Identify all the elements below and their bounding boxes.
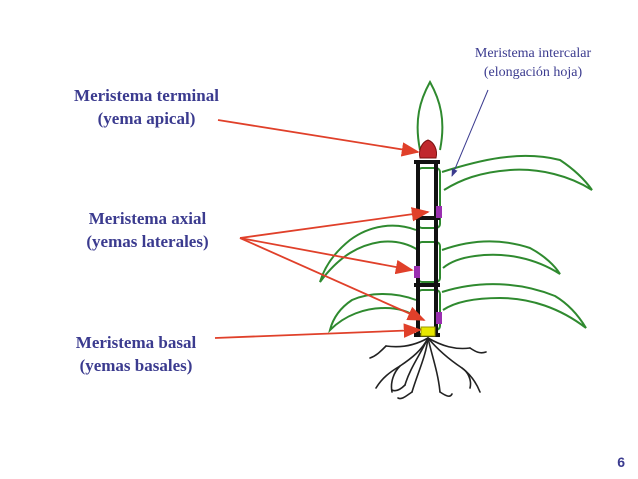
label-basal-line1: Meristema basal — [75, 333, 197, 352]
arrow-axial-2 — [239, 237, 414, 275]
arrow-terminal — [217, 119, 420, 157]
basal-bud — [420, 326, 436, 337]
middle-right-leaf — [441, 240, 561, 275]
page-number: 6 — [617, 454, 625, 470]
upper-right-leaf — [441, 154, 593, 191]
label-intercalar-line1: Meristema intercalar — [474, 46, 592, 61]
label-axial-line1: Meristema axial — [88, 209, 207, 228]
arrow-basal — [214, 323, 422, 339]
label-terminal-line2: (yema apical) — [97, 109, 196, 128]
label-intercalar-line2: (elongación hoja) — [483, 65, 583, 80]
label-axial-line2: (yemas laterales) — [86, 232, 209, 251]
arrow-intercalar — [451, 89, 489, 177]
stem — [414, 160, 440, 337]
roots — [369, 337, 487, 400]
annotation-arrows — [214, 119, 430, 339]
label-meristema-basal: Meristema basal (yemas basales) — [50, 331, 222, 377]
label-meristema-terminal: Meristema terminal (yema apical) — [54, 84, 239, 130]
lateral-bud-3 — [436, 312, 442, 324]
lower-right-leaf — [441, 283, 587, 329]
label-meristema-axial: Meristema axial (yemas laterales) — [60, 207, 235, 253]
leaves — [319, 79, 593, 334]
upper-left-leaf — [319, 224, 419, 283]
lower-left-leaf — [328, 293, 419, 334]
apical-bud — [419, 139, 437, 159]
label-basal-line2: (yemas basales) — [79, 356, 193, 375]
label-terminal-line1: Meristema terminal — [74, 86, 219, 105]
arrow-axial-3 — [239, 237, 426, 321]
lateral-bud-1 — [436, 206, 442, 218]
label-meristema-intercalar: Meristema intercalar (elongación hoja) — [448, 44, 618, 82]
arrow-axial-1 — [239, 207, 430, 239]
apical-leaf — [416, 79, 444, 151]
lateral-bud-2 — [414, 266, 420, 278]
